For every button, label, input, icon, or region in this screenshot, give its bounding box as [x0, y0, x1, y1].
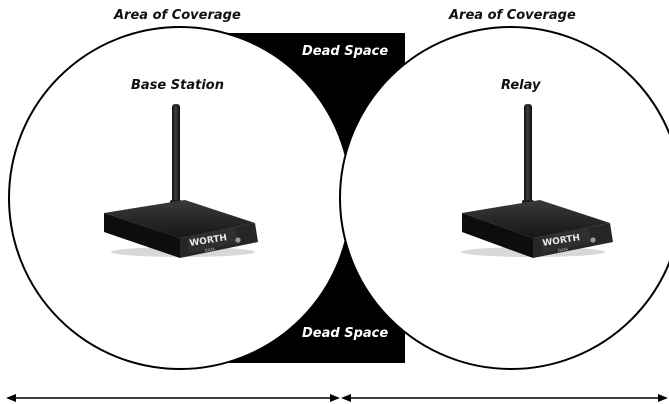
left-area-of-coverage-label: Area of Coverage [114, 8, 241, 23]
relay-brand-subtext: DATA [557, 246, 568, 253]
relay-label: Relay [501, 78, 541, 93]
base-station-brand-subtext: DATA [204, 246, 215, 253]
right-coverage-circle [339, 26, 669, 370]
dead-space-bottom-label: Dead Space [302, 326, 389, 341]
right-area-of-coverage-label: Area of Coverage [449, 8, 576, 23]
base-station-label: Base Station [131, 78, 224, 93]
right-range-arrow [341, 394, 668, 402]
dead-space-top-label: Dead Space [302, 44, 389, 59]
left-range-arrow [6, 394, 340, 402]
relay-device: WORTH DATA [461, 104, 613, 258]
base-station-device: WORTH DATA [104, 104, 258, 258]
